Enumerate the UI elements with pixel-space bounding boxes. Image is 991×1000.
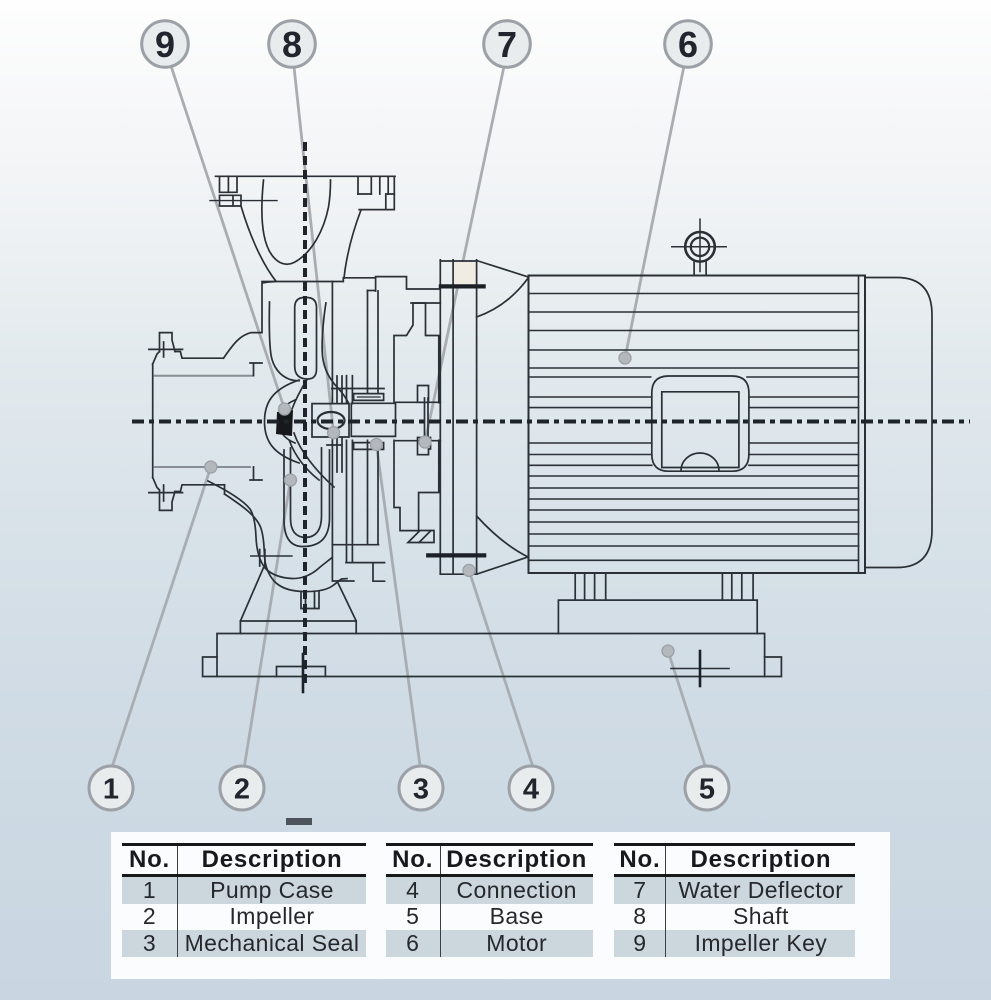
svg-text:9: 9	[155, 24, 175, 65]
svg-text:6: 6	[678, 24, 698, 65]
svg-text:1: 1	[103, 774, 119, 806]
svg-text:7: 7	[497, 24, 517, 65]
svg-text:2: 2	[234, 774, 250, 806]
svg-text:5: 5	[699, 774, 715, 806]
svg-text:8: 8	[282, 24, 302, 65]
svg-text:4: 4	[523, 774, 539, 806]
svg-text:3: 3	[413, 774, 429, 806]
